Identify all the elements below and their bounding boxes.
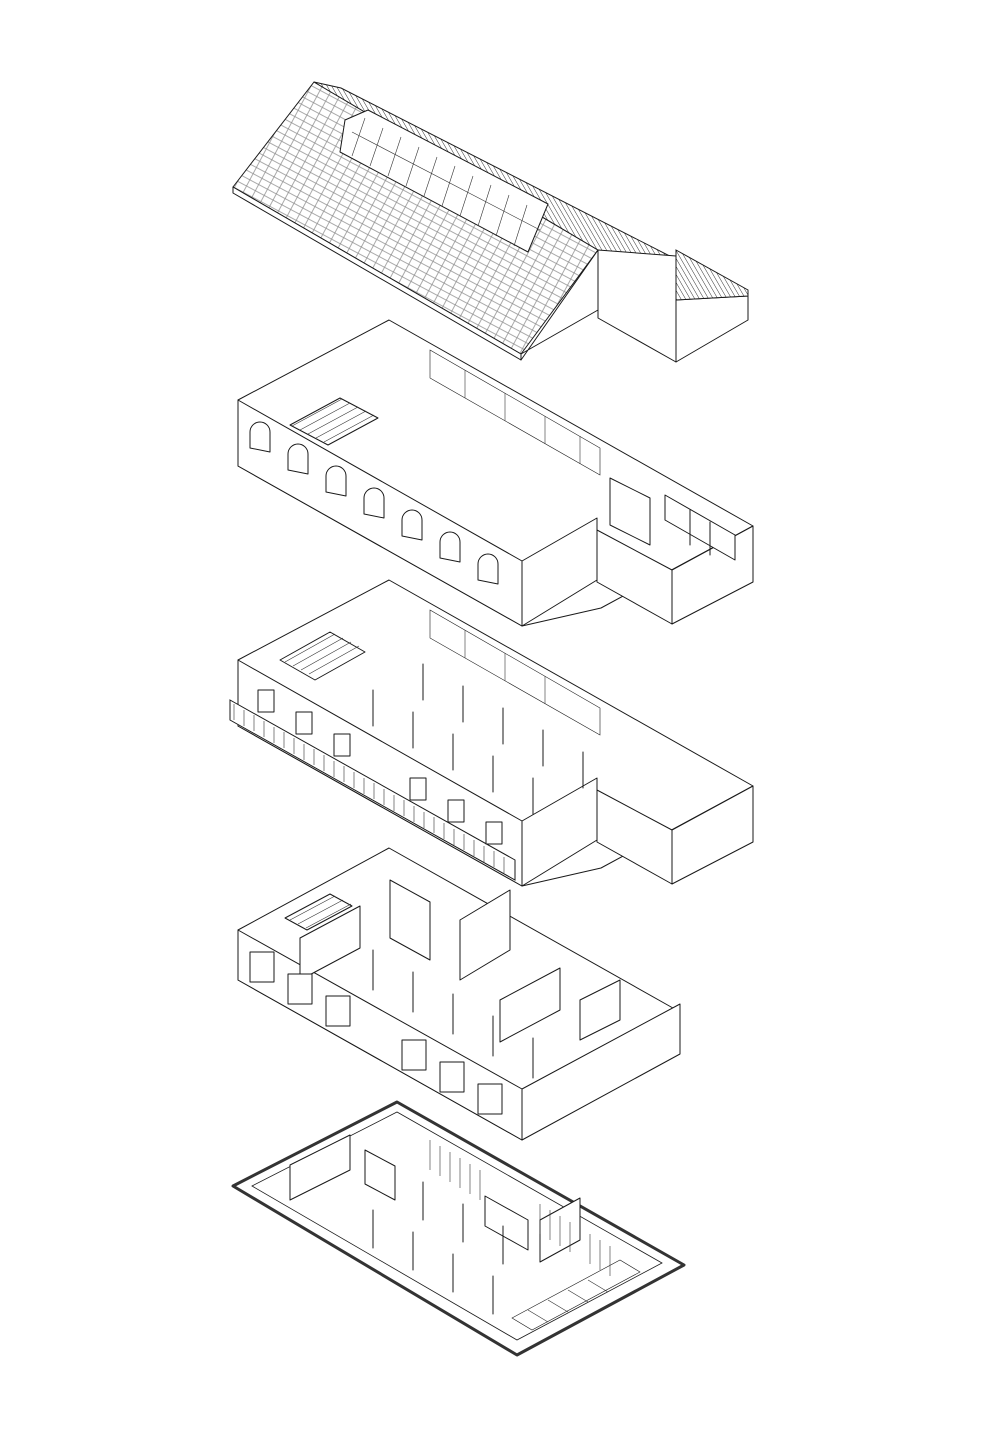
roof-level bbox=[232, 81, 749, 363]
first-floor-windows bbox=[257, 689, 503, 845]
first-staircase bbox=[279, 631, 366, 681]
service-rooms bbox=[609, 477, 736, 561]
ground-staircase bbox=[284, 893, 353, 931]
annex-roof bbox=[675, 249, 749, 301]
shelving-wall-1 bbox=[429, 609, 601, 736]
skylight-frame bbox=[339, 109, 549, 253]
annex-side-1 bbox=[671, 785, 754, 885]
basement-level bbox=[231, 1100, 686, 1357]
upper-floor-level bbox=[237, 319, 754, 627]
balcony-railing bbox=[229, 699, 516, 881]
shelving-wall bbox=[429, 349, 601, 476]
basement-ribbed-wall bbox=[429, 1140, 611, 1276]
roof-end-wall bbox=[520, 249, 599, 361]
first-floor-level bbox=[229, 579, 754, 887]
ground-floor-right-wall bbox=[521, 1003, 681, 1141]
partition-walls bbox=[299, 879, 621, 1043]
arched-windows bbox=[249, 421, 499, 585]
storefront-windows bbox=[249, 951, 503, 1115]
storage-bays bbox=[511, 1259, 641, 1331]
upper-staircase bbox=[289, 397, 379, 446]
columns bbox=[372, 663, 584, 815]
ground-floor-level bbox=[237, 847, 681, 1141]
skylight-glazing bbox=[351, 117, 541, 247]
annex-side-wall bbox=[675, 295, 749, 363]
basement-columns bbox=[372, 1181, 504, 1315]
ground-columns bbox=[372, 949, 534, 1079]
annex-gable bbox=[597, 249, 677, 363]
